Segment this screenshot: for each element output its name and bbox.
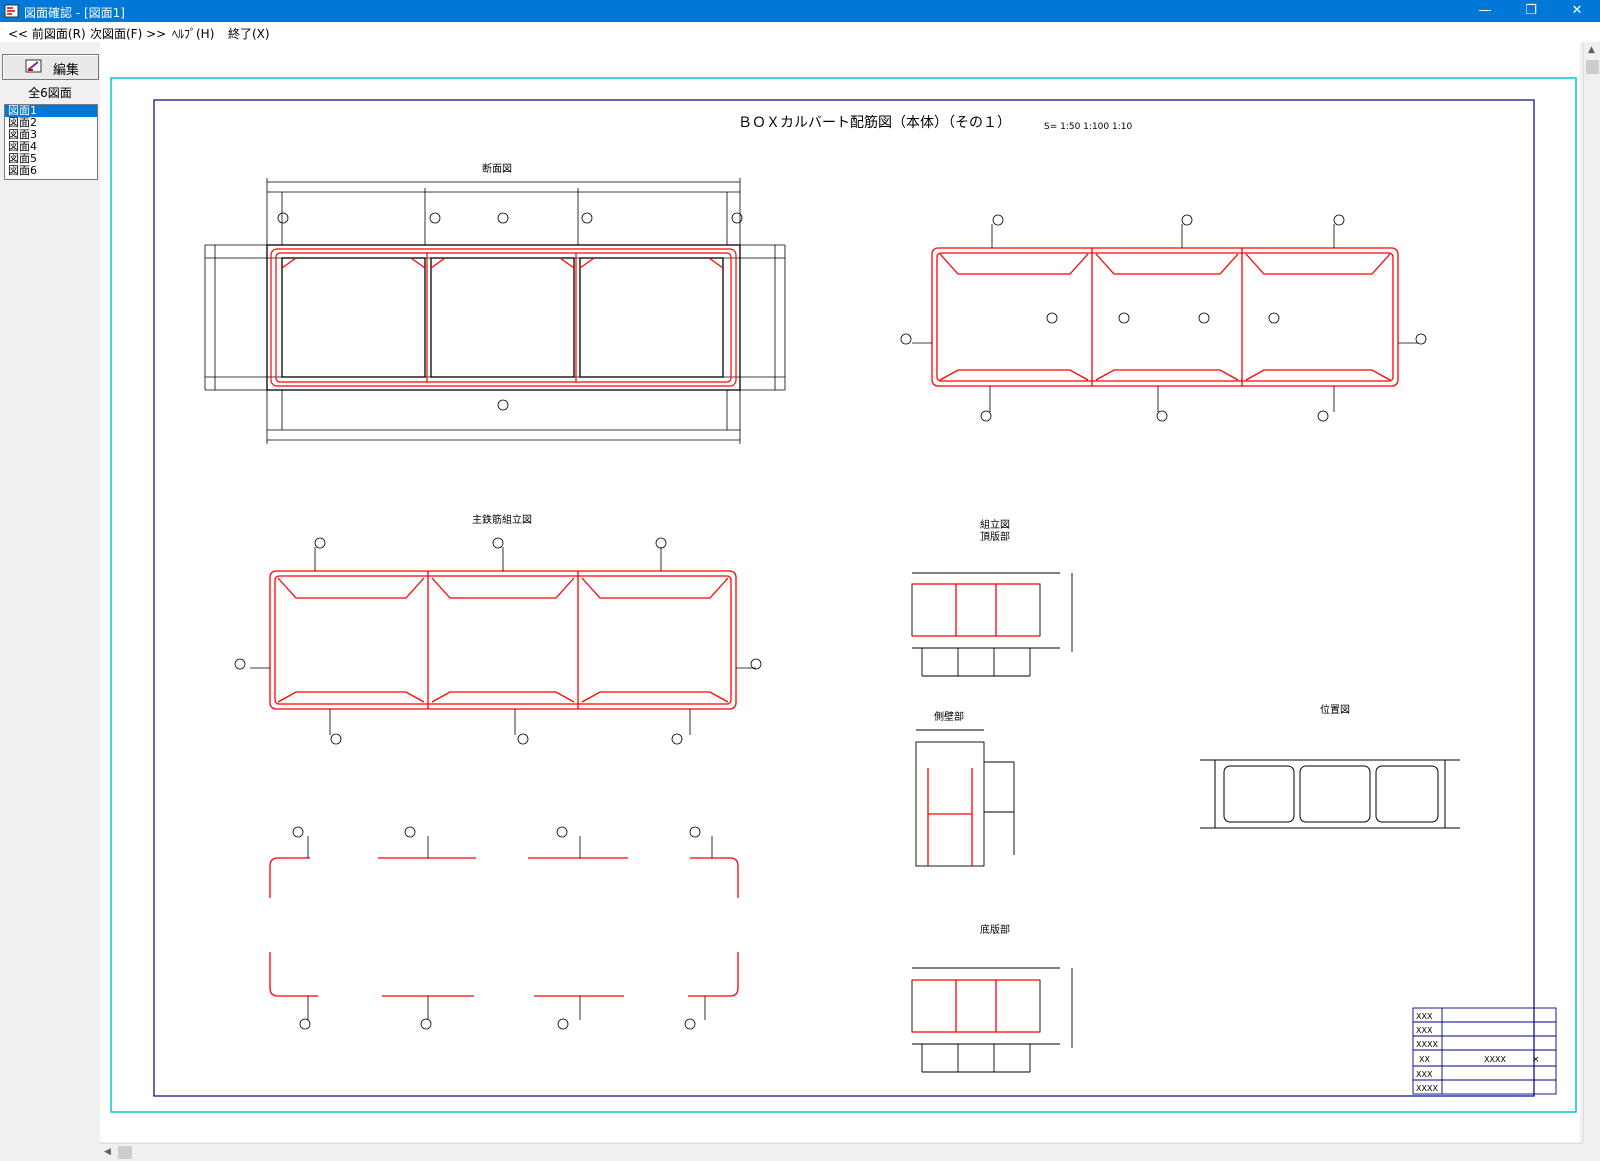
restore-icon[interactable]: ❐ xyxy=(1525,3,1537,18)
horizontal-scrollbar[interactable]: ◀ xyxy=(100,1143,1583,1161)
inner-frame xyxy=(153,99,1535,1097)
drawing-title: ＢＯＸカルバート配筋図（本体）（その１） xyxy=(738,114,1011,131)
scroll-up-icon[interactable]: ▲ xyxy=(1588,45,1595,55)
minimize-icon[interactable]: — xyxy=(1478,3,1492,18)
list-item[interactable]: 図面4 xyxy=(8,140,37,153)
title-block-row: XXXX xyxy=(1416,1040,1438,1049)
title-block-row: XXX xyxy=(1416,1012,1433,1021)
assembly-side-wall: 側壁部 xyxy=(915,710,1015,867)
split-rebar-detail xyxy=(269,826,739,1030)
assembly-bottom-slab: 底版部 xyxy=(911,923,1073,1073)
vertical-scrollbar[interactable]: ▲ xyxy=(1583,42,1600,1142)
list-item[interactable]: 図面6 xyxy=(8,164,37,177)
edit-button[interactable]: 編集 xyxy=(2,54,99,80)
edit-button-label: 編集 xyxy=(53,63,80,78)
bottom-slab-label: 底版部 xyxy=(980,923,1010,936)
assembly-label: 組立図 xyxy=(980,518,1010,531)
list-item[interactable]: 図面1 xyxy=(5,105,97,117)
title-block-row: XX xyxy=(1419,1055,1430,1064)
edit-icon xyxy=(25,59,42,73)
sidebar: 編集 全6図面 図面1 図面2 図面3 図面4 図面5 図面6 xyxy=(0,42,101,1160)
section-view-label: 断面図 xyxy=(482,162,512,175)
scroll-left-icon[interactable]: ◀ xyxy=(104,1147,111,1157)
drawing-list[interactable]: 図面1 図面2 図面3 図面4 図面5 図面6 xyxy=(4,104,98,180)
list-item[interactable]: 図面5 xyxy=(8,152,37,165)
drawing-canvas[interactable]: ＢＯＸカルバート配筋図（本体）（その１） S= 1:50 1:100 1:10 … xyxy=(100,42,1580,1142)
menu-help[interactable]: ﾍﾙﾌﾟ(H) xyxy=(172,27,215,41)
window-title: 図面確認 - [図面1] xyxy=(24,6,125,20)
menu-next-drawing[interactable]: 次図面(F) >> xyxy=(90,27,167,41)
title-block-value: XXXX xyxy=(1484,1055,1506,1064)
side-wall-label: 側壁部 xyxy=(934,710,964,723)
location-diagram: 位置図 xyxy=(1200,703,1460,829)
menu-exit[interactable]: 終了(X) xyxy=(228,27,270,41)
vertical-scroll-thumb[interactable] xyxy=(1586,60,1599,74)
outer-frame xyxy=(110,77,1577,1113)
list-item[interactable]: 図面2 xyxy=(8,116,37,129)
drawing-sheet: ＢＯＸカルバート配筋図（本体）（その１） S= 1:50 1:100 1:10 … xyxy=(110,77,1577,1113)
menu-prev-drawing[interactable]: << 前図面(R) xyxy=(8,27,86,41)
section-view: 断面図 xyxy=(204,162,786,444)
horizontal-scroll-thumb[interactable] xyxy=(118,1146,132,1159)
list-item[interactable]: 図面3 xyxy=(8,128,37,141)
scale-text: S= 1:50 1:100 1:10 xyxy=(1044,122,1132,132)
title-block-row: XXX xyxy=(1416,1026,1433,1035)
title-block-row: XXXX xyxy=(1416,1084,1438,1093)
title-block-row: XXX xyxy=(1416,1070,1433,1079)
title-block-mark: × xyxy=(1532,1055,1540,1065)
menu-bar: << 前図面(R) 次図面(F) >> ﾍﾙﾌﾟ(H) 終了(X) xyxy=(0,22,1600,42)
main-rebar-assembly: 主鉄筋組立図 xyxy=(234,513,762,745)
title-block: XXX XXX XXXX XX XXX XXXX XXXX × xyxy=(1412,1007,1557,1095)
main-rebar-label: 主鉄筋組立図 xyxy=(472,513,532,526)
title-bar: 図面確認 - [図面1] — ❐ ✕ xyxy=(0,0,1600,22)
rebar-detail-top-right xyxy=(900,214,1427,422)
location-label: 位置図 xyxy=(1320,703,1350,716)
drawing-count: 全6図面 xyxy=(28,86,72,100)
assembly-top-slab: 組立図 頂版部 xyxy=(911,518,1073,677)
close-icon[interactable]: ✕ xyxy=(1571,3,1583,18)
app-icon xyxy=(4,4,19,18)
top-slab-label: 頂版部 xyxy=(980,530,1010,543)
